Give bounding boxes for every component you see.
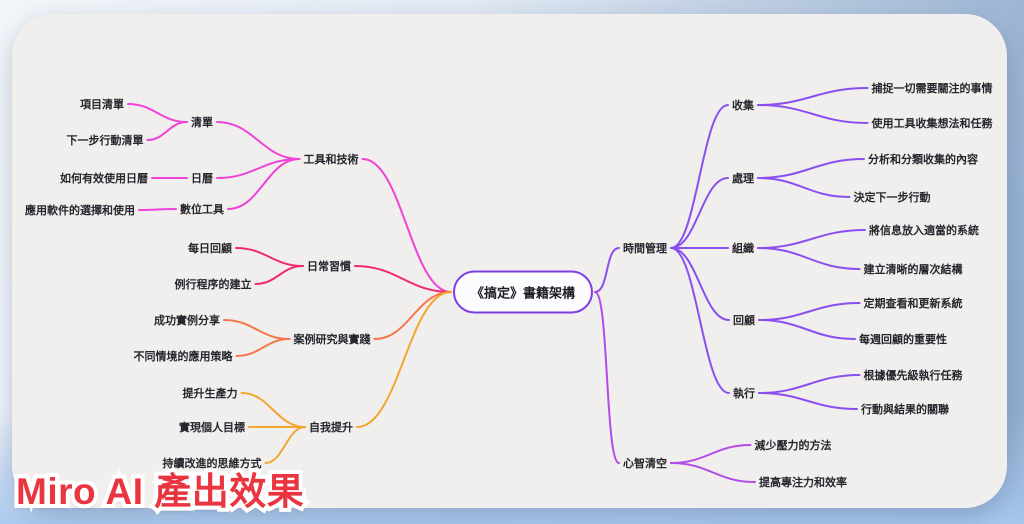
mindmap-node-priority_tasks[interactable]: 根據優先級執行任務 <box>863 370 963 382</box>
mindmap-node-capture_all[interactable]: 捕捉一切需要關注的事情 <box>871 83 993 95</box>
mindmap-node-lists[interactable]: 清單 <box>191 117 213 129</box>
mindmap-node-habits[interactable]: 日常習慣 <box>307 261 351 273</box>
mindmap-node-focus_efficiency[interactable]: 提高專注力和效率 <box>759 477 847 489</box>
mindmap-node-collect[interactable]: 收集 <box>732 100 754 112</box>
mindmap-node-mindset[interactable]: 持續改進的思維方式 <box>162 458 262 470</box>
mindmap-node-use_tools[interactable]: 使用工具收集想法和任務 <box>871 118 993 130</box>
caption-title: Miro AI 產出效果 Miro AI 產出效果 <box>12 469 308 514</box>
mindmap-node-use_calendar[interactable]: 如何有效使用日曆 <box>60 173 148 185</box>
mindmap-node-analyze_classify[interactable]: 分析和分類收集的內容 <box>868 154 978 166</box>
caption-title-text: Miro AI 產出效果 <box>16 471 305 512</box>
mindmap-node-calendar[interactable]: 日曆 <box>191 173 213 185</box>
mindmap-node-digital_tools[interactable]: 數位工具 <box>180 204 224 216</box>
mindmap-node-project_list[interactable]: 項目清單 <box>80 99 124 111</box>
mindmap-node-success_sharing[interactable]: 成功實例分享 <box>154 315 220 327</box>
mindmap-node-organize[interactable]: 組織 <box>732 243 754 255</box>
mindmap-node-decide_next[interactable]: 決定下一步行動 <box>853 192 931 204</box>
mindmap-node-personal_goals[interactable]: 實現個人目標 <box>179 422 245 434</box>
mindmap-node-action_result[interactable]: 行動與結果的關聯 <box>861 404 949 416</box>
mindmap-node-mind_clear[interactable]: 心智清空 <box>623 458 667 470</box>
mindmap-node-next_action_list[interactable]: 下一步行動清單 <box>66 135 144 147</box>
mindmap-node-software_choice[interactable]: 應用軟件的選擇和使用 <box>25 205 135 217</box>
mindmap-node-process[interactable]: 處理 <box>732 173 754 185</box>
mindmap-node-context_strategies[interactable]: 不同情境的應用策略 <box>133 351 233 363</box>
caption-title-outline: Miro AI 產出效果 <box>12 469 308 514</box>
mindmap-node-execute[interactable]: 執行 <box>733 388 755 400</box>
mindmap-node-cases[interactable]: 案例研究與實踐 <box>293 334 371 346</box>
mindmap-node-self_improve[interactable]: 自我提升 <box>309 422 353 434</box>
mindmap-node-review[interactable]: 回顧 <box>733 315 755 327</box>
mindmap-node-productivity[interactable]: 提升生產力 <box>182 388 238 400</box>
mindmap-node-time_mgmt[interactable]: 時間管理 <box>623 243 667 255</box>
mindmap-node-daily_review[interactable]: 每日回顧 <box>188 243 232 255</box>
mindmap-node-tools[interactable]: 工具和技術 <box>303 154 359 166</box>
mindmap-node-regular_check[interactable]: 定期查看和更新系統 <box>863 298 963 310</box>
mindmap-node-weekly_review[interactable]: 每週回顧的重要性 <box>859 334 947 346</box>
mindmap-node-reduce_stress[interactable]: 減少壓力的方法 <box>754 440 832 452</box>
mindmap-node-routine_building[interactable]: 例行程序的建立 <box>174 279 252 291</box>
mindmap-node-root[interactable]: 《搞定》書籍架構 <box>452 270 594 314</box>
mindmap-node-put_in_system[interactable]: 將信息放入適當的系統 <box>869 225 979 237</box>
mindmap-node-clear_hierarchy[interactable]: 建立清晰的層次結構 <box>863 264 963 276</box>
